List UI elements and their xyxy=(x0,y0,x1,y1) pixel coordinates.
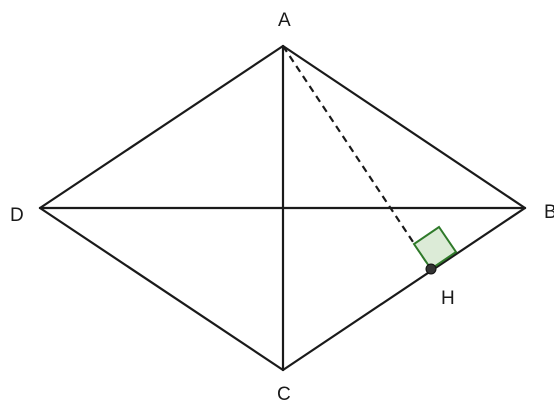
label-c: C xyxy=(277,384,291,403)
side-cd xyxy=(38,206,285,372)
side-bc xyxy=(281,206,527,372)
label-d: D xyxy=(10,205,24,226)
label-h: H xyxy=(441,288,455,309)
right-angle-marker xyxy=(412,225,458,271)
side-ab xyxy=(281,44,527,210)
altitude-ah xyxy=(282,45,432,270)
label-b: B xyxy=(544,202,554,223)
point-h xyxy=(425,263,437,275)
label-a: A xyxy=(278,10,291,31)
side-da xyxy=(38,44,285,210)
